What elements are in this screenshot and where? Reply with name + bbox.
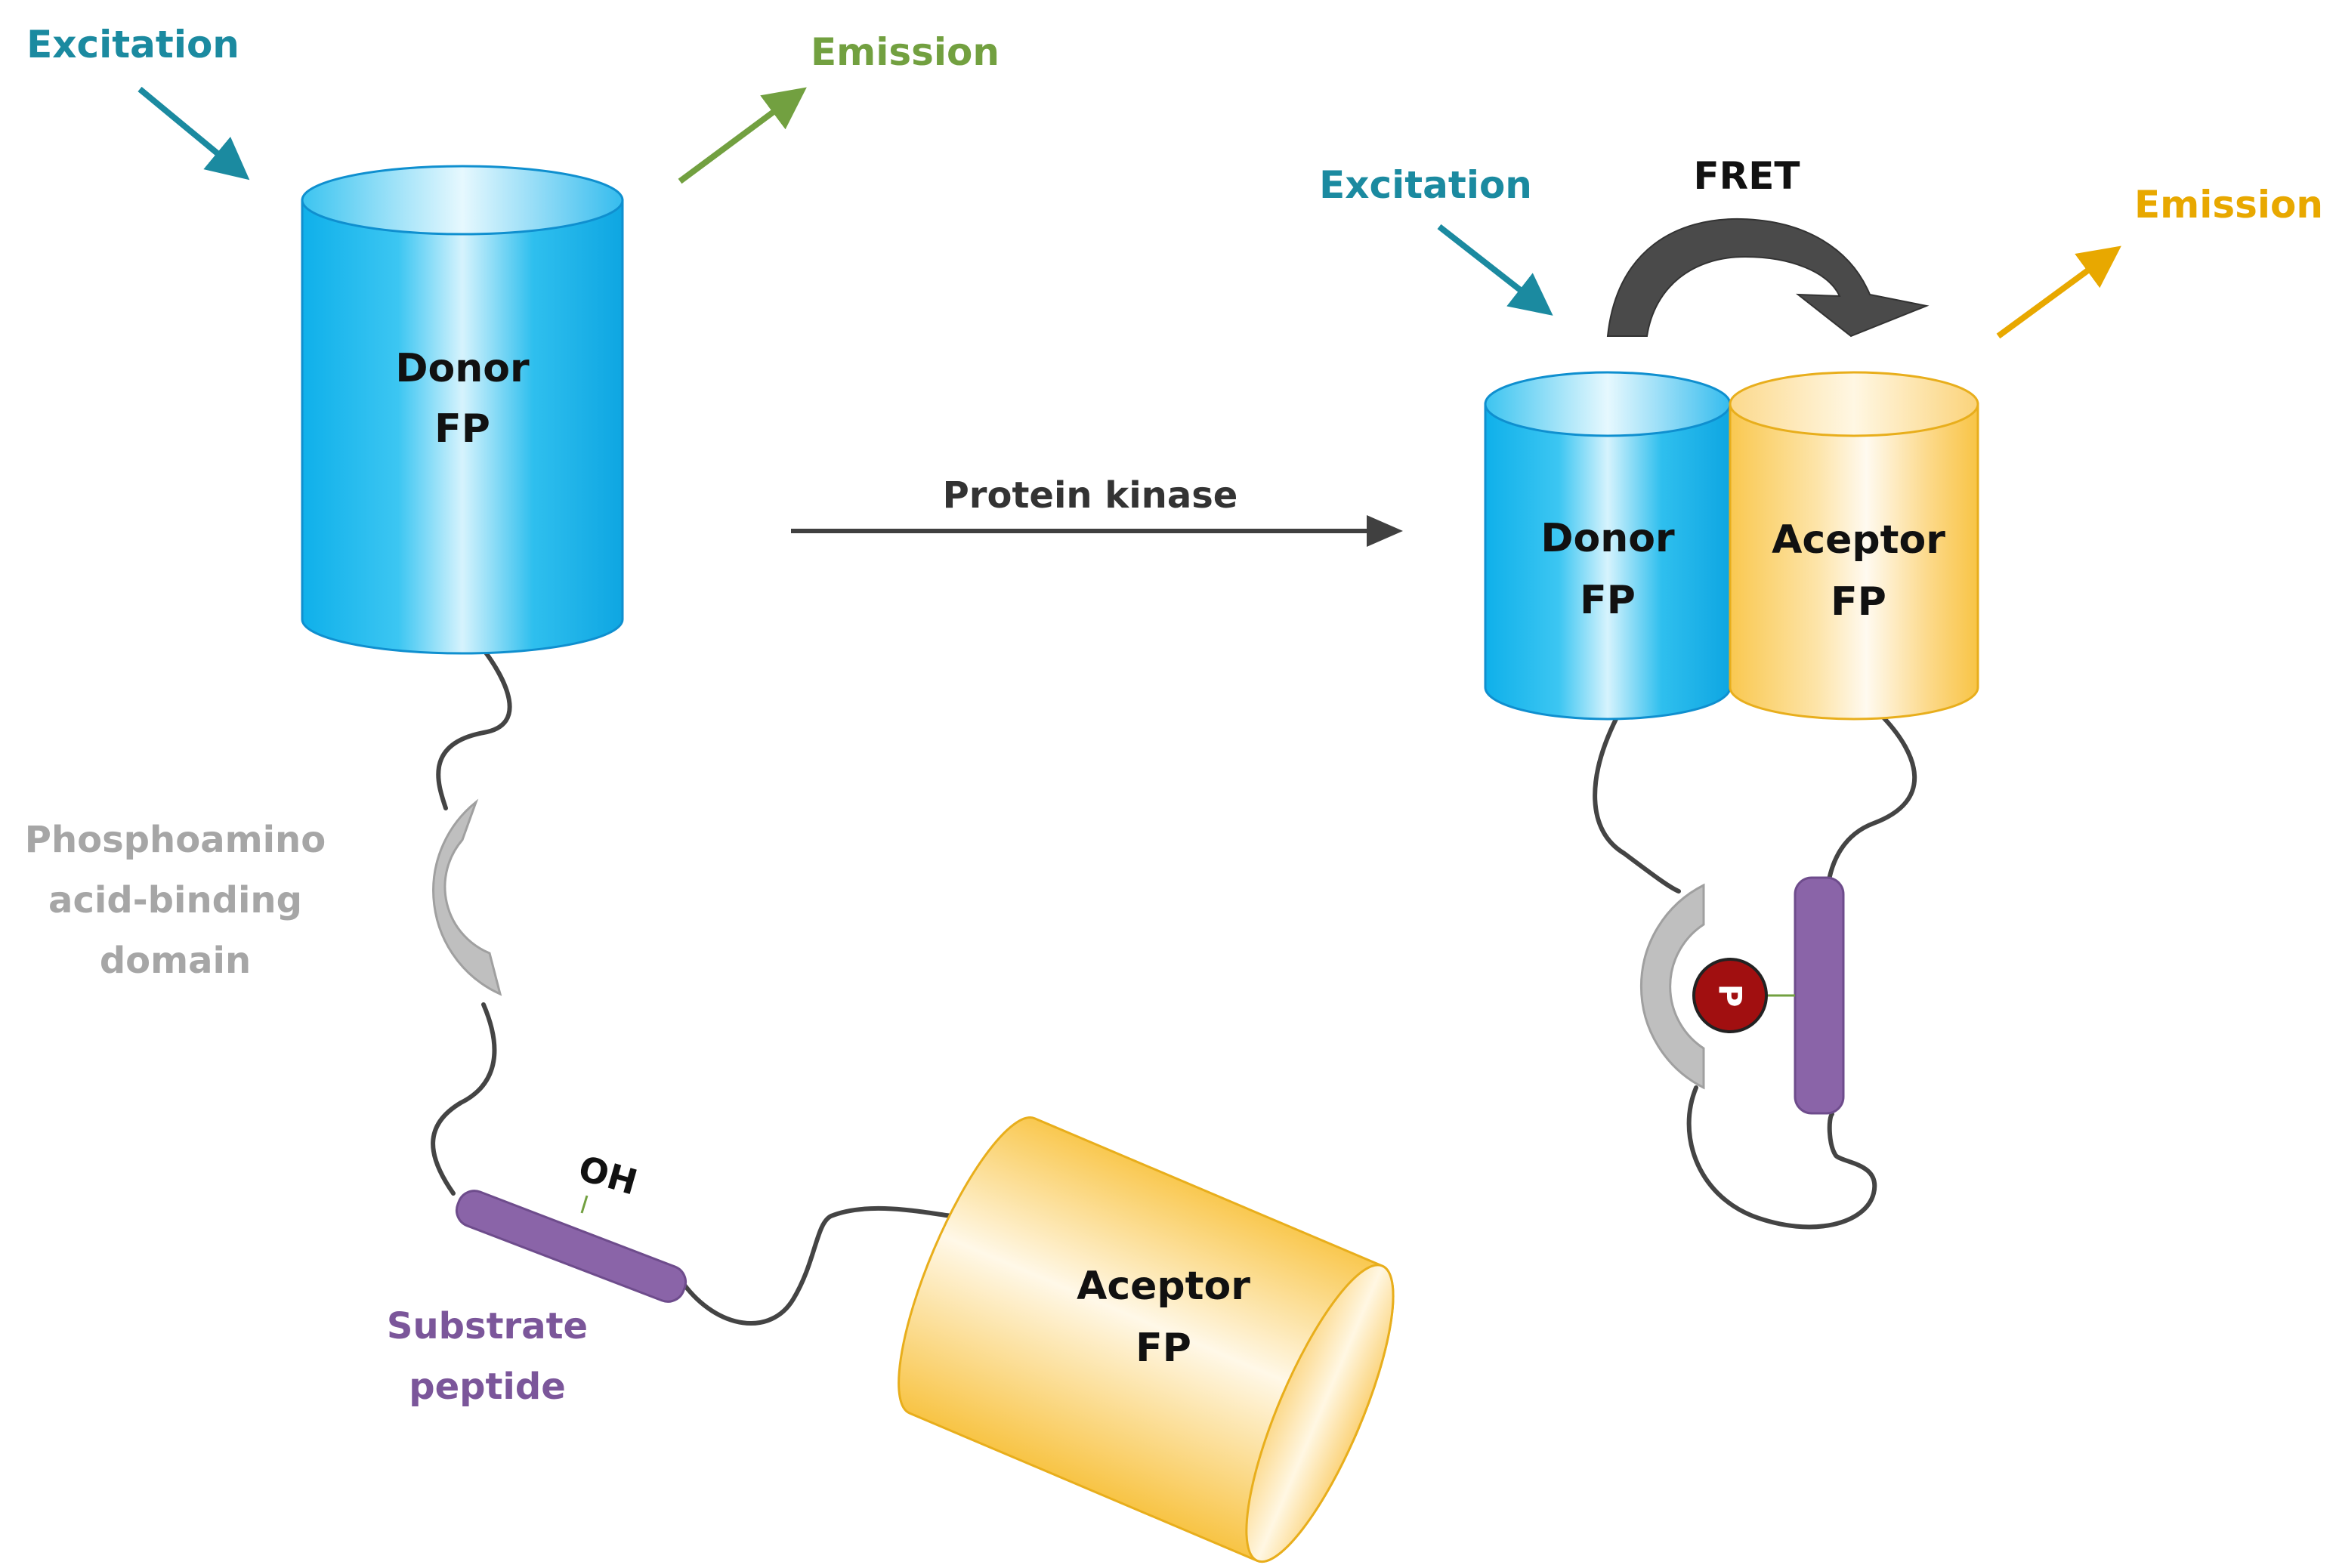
right-donor-label-1: Donor	[1540, 516, 1675, 561]
right-emission-label: Emission	[2134, 183, 2323, 227]
phospho-label-3: domain	[100, 940, 251, 982]
linker-domain-to-substrate	[431, 1002, 497, 1196]
left-excitation-label: Excitation	[26, 23, 239, 66]
right-donor-label-2: FP	[1580, 578, 1636, 623]
right-linker-bottom	[1686, 1085, 1877, 1230]
phospho-label-1: Phosphoamino	[25, 819, 326, 861]
left-donor-fp: Donor FP	[301, 165, 624, 655]
right-acceptor-top	[1729, 371, 1979, 437]
right-linkers	[1593, 715, 1917, 1230]
left-binding-domain	[432, 798, 502, 996]
right-linker-acceptor	[1826, 715, 1917, 886]
left-acceptor-fp	[898, 1116, 1395, 1563]
left-acceptor-label-1: Aceptor	[1077, 1264, 1250, 1309]
right-acceptor-body	[1729, 403, 1979, 721]
right-substrate-peptide	[1794, 876, 1845, 1115]
left-emission-arrow	[678, 87, 807, 184]
right-excitation-label: Excitation	[1319, 163, 1532, 207]
left-acceptor-face	[1245, 1264, 1395, 1563]
left-excitation-arrow	[137, 86, 250, 181]
linker-donor-to-domain	[436, 647, 512, 810]
left-donor-body	[301, 199, 624, 655]
right-binding-domain	[1639, 883, 1705, 1090]
right-emission-arrow	[1996, 245, 2121, 339]
left-oh-label: OH	[574, 1147, 641, 1202]
left-donor-top	[301, 165, 624, 236]
left-substrate-peptide	[455, 1190, 687, 1303]
right-donor-top	[1484, 371, 1732, 437]
left-acceptor-label-2: FP	[1136, 1326, 1191, 1371]
left-emission-label: Emission	[811, 30, 1000, 74]
right-linker-donor	[1593, 715, 1681, 894]
right-donor-body	[1484, 403, 1732, 721]
substrate-label-1: Substrate	[387, 1305, 588, 1347]
fret-label: FRET	[1694, 154, 1800, 198]
linker-substrate-to-acceptor	[681, 1205, 954, 1326]
protein-kinase-label: Protein kinase	[943, 474, 1238, 517]
left-oh-bond	[580, 1195, 589, 1214]
phospho-label-2: acid-binding	[48, 879, 302, 921]
left-donor-label-1: Donor	[395, 346, 530, 391]
substrate-label-2: peptide	[409, 1366, 566, 1408]
phosphate-group	[1692, 958, 1768, 1033]
right-donor-fp: Donor FP	[1484, 371, 1732, 721]
right-acceptor-label-1: Aceptor	[1772, 517, 1945, 563]
right-acceptor-label-2: FP	[1831, 579, 1886, 625]
phosphate-label: P	[1712, 984, 1749, 1008]
fret-arrow	[1606, 218, 1930, 338]
right-acceptor-fp: Aceptor FP	[1729, 371, 1979, 721]
left-linkers	[431, 647, 954, 1326]
right-excitation-arrow	[1437, 224, 1553, 316]
left-donor-label-2: FP	[434, 406, 490, 452]
